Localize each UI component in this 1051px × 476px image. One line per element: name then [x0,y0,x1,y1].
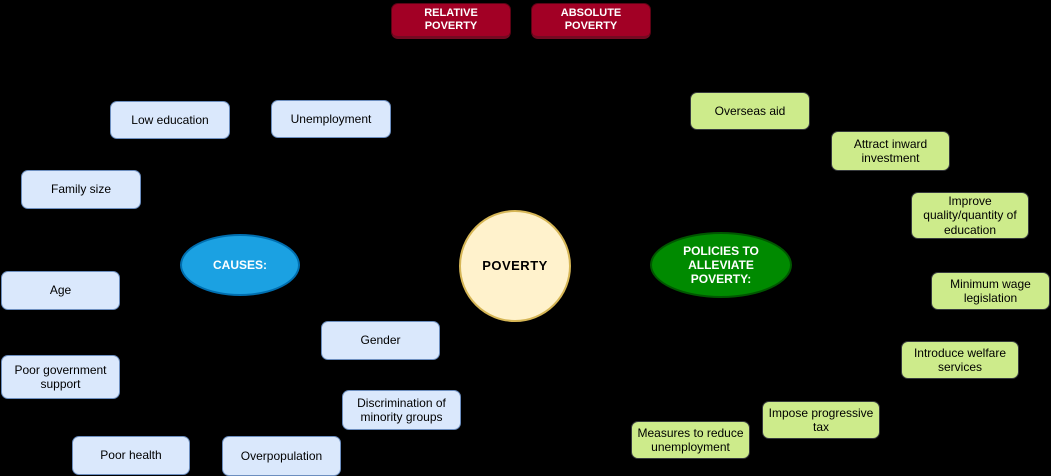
policy-node-improve-quality-quantity-of-education[interactable]: Improve quality/quantity of education [911,192,1029,239]
cause-node-poor-health[interactable]: Poor health [72,436,190,475]
cause-node-low-education[interactable]: Low education [110,101,230,139]
cause-node-overpopulation[interactable]: Overpopulation [222,436,341,476]
cause-node-poor-government-support[interactable]: Poor government support [1,355,120,399]
cause-node-unemployment[interactable]: Unemployment [271,100,391,138]
node-poverty-center[interactable]: POVERTY [459,210,571,322]
cause-node-family-size[interactable]: Family size [21,170,141,209]
node-relative-poverty[interactable]: RELATIVE POVERTY [391,3,511,39]
node-causes-hub[interactable]: CAUSES: [180,234,300,296]
node-absolute-poverty[interactable]: ABSOLUTE POVERTY [531,3,651,39]
policy-node-attract-inward-investment[interactable]: Attract inward investment [831,131,950,171]
cause-node-gender[interactable]: Gender [321,321,440,360]
node-policies-hub[interactable]: POLICIES TO ALLEVIATE POVERTY: [650,232,792,298]
policy-node-measures-to-reduce-unemployment[interactable]: Measures to reduce unemployment [631,421,750,459]
policy-node-overseas-aid[interactable]: Overseas aid [690,92,810,130]
policy-node-introduce-welfare-services[interactable]: Introduce welfare services [901,341,1019,379]
policy-node-minimum-wage-legislation[interactable]: Minimum wage legislation [931,272,1050,310]
cause-node-age[interactable]: Age [1,271,120,310]
policy-node-impose-progressive-tax[interactable]: Impose progressive tax [762,401,880,439]
cause-node-discrimination-of-minority-groups[interactable]: Discrimination of minority groups [342,390,461,430]
